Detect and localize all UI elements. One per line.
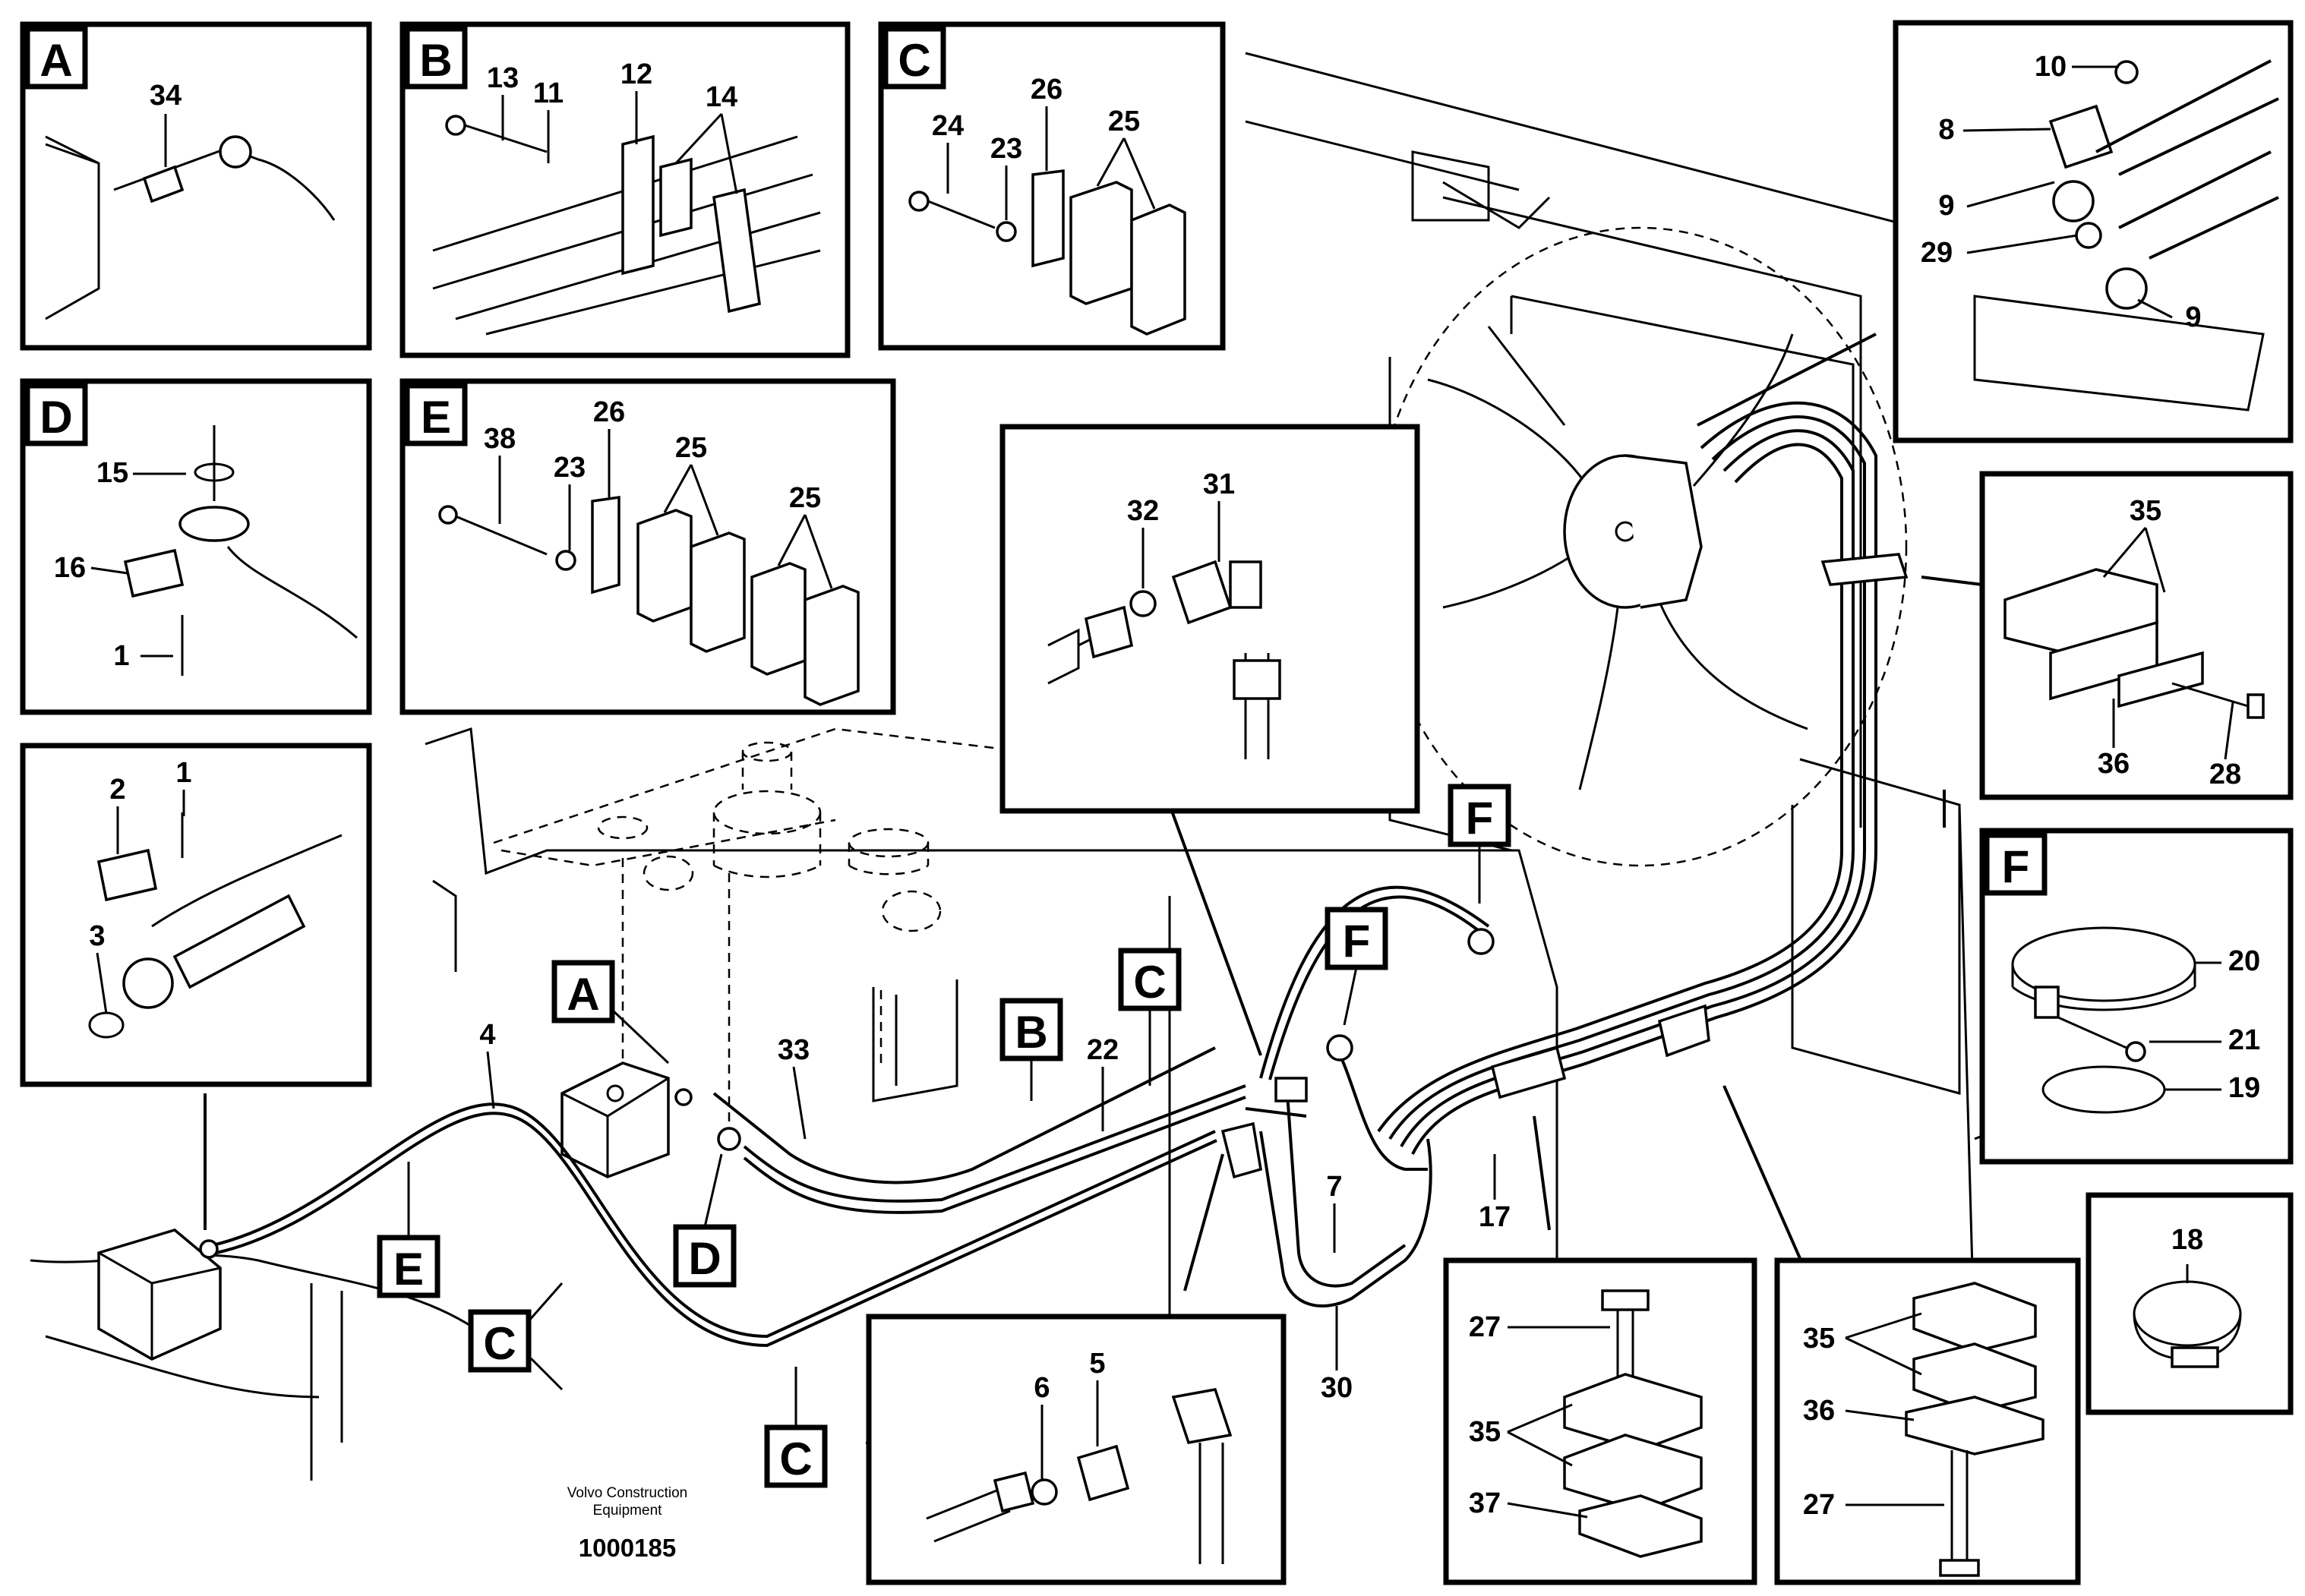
box-letter: B bbox=[419, 35, 452, 86]
detail-box-connections: 10 8 9 29 9 bbox=[1893, 20, 2294, 443]
part-number: 31 bbox=[1203, 468, 1235, 500]
callout-D: D bbox=[688, 1233, 721, 1284]
document-number: 1000185 bbox=[579, 1534, 676, 1562]
part-number: 27 bbox=[1469, 1311, 1501, 1343]
part-number: 25 bbox=[1108, 106, 1140, 137]
part-number: 29 bbox=[1921, 237, 1953, 269]
callout-C: C bbox=[1133, 957, 1166, 1008]
part-number: 8 bbox=[1938, 114, 1954, 146]
part-number: 9 bbox=[1938, 190, 1954, 222]
callout-C: C bbox=[483, 1318, 516, 1369]
part-number: 35 bbox=[1803, 1323, 1835, 1355]
part-number: 26 bbox=[593, 396, 625, 428]
box-letter: A bbox=[39, 35, 72, 86]
part-number: 19 bbox=[2228, 1072, 2260, 1104]
detail-box-clamp-top: 35 36 28 bbox=[1979, 471, 2294, 800]
callout-F: F bbox=[1466, 793, 1494, 844]
part-number: 24 bbox=[932, 110, 964, 142]
cooling-fan bbox=[1373, 226, 1908, 867]
detail-box-F: F 20 21 19 bbox=[1979, 828, 2294, 1165]
detail-box-A: A 34 bbox=[20, 21, 372, 351]
detail-box-adapter: 6 5 bbox=[866, 1314, 1287, 1585]
part-number: 26 bbox=[1031, 74, 1063, 106]
callout-A: A bbox=[567, 969, 599, 1020]
main-callouts: A B C C C D E F F bbox=[377, 784, 1511, 1488]
detail-box-elbow: 32 31 bbox=[999, 424, 1420, 814]
part-number: 38 bbox=[484, 423, 516, 455]
part-number: 12 bbox=[620, 58, 652, 90]
detail-box-hose-end: 2 1 3 bbox=[20, 743, 372, 1087]
part-number: 23 bbox=[554, 452, 586, 484]
part-number: 7 bbox=[1326, 1171, 1342, 1203]
box-letter: D bbox=[39, 392, 72, 443]
part-number: 27 bbox=[1803, 1489, 1835, 1521]
part-number: 23 bbox=[990, 133, 1022, 165]
detail-box-D: D 15 16 1 bbox=[20, 378, 372, 715]
part-number: 22 bbox=[1087, 1034, 1119, 1066]
part-number: 34 bbox=[150, 80, 182, 112]
footer: Volvo Construction Equipment 1000185 bbox=[567, 1485, 687, 1562]
part-number: 9 bbox=[2185, 301, 2201, 333]
part-number: 21 bbox=[2228, 1024, 2260, 1056]
part-number: 3 bbox=[89, 920, 105, 952]
detail-box-B: B 13 11 12 14 bbox=[399, 21, 851, 358]
part-number: 2 bbox=[109, 774, 125, 806]
callout-E: E bbox=[393, 1244, 424, 1295]
part-number: 36 bbox=[2098, 748, 2130, 780]
part-number: 32 bbox=[1127, 495, 1159, 527]
part-number: 33 bbox=[778, 1034, 810, 1066]
main-part-numbers: 4 33 22 7 17 30 bbox=[479, 1019, 1511, 1404]
part-number: 36 bbox=[1803, 1395, 1835, 1427]
part-number: 15 bbox=[96, 457, 128, 489]
pointer-lines bbox=[204, 333, 1983, 1292]
part-number: 20 bbox=[2228, 945, 2260, 977]
callout-F: F bbox=[1343, 916, 1371, 967]
support-block bbox=[560, 1061, 670, 1178]
part-number: 35 bbox=[2130, 495, 2161, 527]
part-number: 35 bbox=[1469, 1416, 1501, 1448]
box-letter: E bbox=[421, 392, 451, 443]
part-number: 37 bbox=[1469, 1487, 1501, 1519]
credit-line-1: Volvo Construction bbox=[567, 1485, 687, 1501]
detail-box-C: C 24 23 26 25 bbox=[878, 21, 1226, 351]
part-number: 30 bbox=[1321, 1372, 1353, 1404]
part-number: 18 bbox=[2171, 1224, 2203, 1256]
callout-B: B bbox=[1015, 1007, 1047, 1058]
part-number: 16 bbox=[54, 552, 86, 584]
fitting-block bbox=[97, 1229, 222, 1361]
box-letter: C bbox=[898, 35, 930, 86]
part-number: 10 bbox=[2035, 51, 2067, 83]
box-letter: F bbox=[2002, 841, 2030, 892]
part-number: 28 bbox=[2209, 759, 2241, 790]
part-number: 1 bbox=[175, 757, 191, 789]
part-number: 25 bbox=[675, 432, 707, 464]
detail-box-clamp-mid: 27 35 37 bbox=[1443, 1257, 1757, 1585]
detail-box-strap: 18 bbox=[2086, 1192, 2294, 1415]
detail-box-E: E 38 23 26 25 25 bbox=[399, 378, 896, 715]
part-number: 17 bbox=[1479, 1201, 1511, 1233]
detail-box-clamp-low: 35 36 27 bbox=[1774, 1257, 2081, 1585]
callout-C: C bbox=[779, 1434, 812, 1484]
part-number: 4 bbox=[479, 1019, 495, 1051]
credit-line-2: Equipment bbox=[593, 1503, 663, 1519]
part-number: 5 bbox=[1089, 1348, 1105, 1380]
part-number: 25 bbox=[789, 482, 821, 514]
part-number: 11 bbox=[533, 77, 564, 109]
part-number: 6 bbox=[1034, 1372, 1050, 1404]
part-number: 13 bbox=[487, 62, 519, 94]
part-number: 1 bbox=[113, 640, 129, 672]
part-number: 14 bbox=[706, 81, 737, 113]
